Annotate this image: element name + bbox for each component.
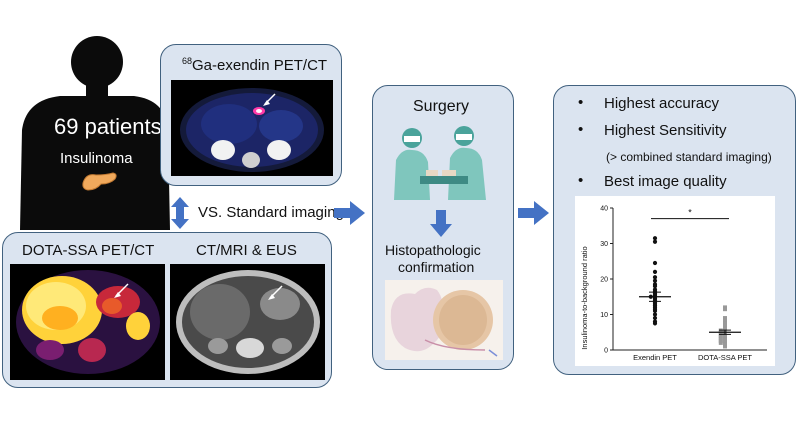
data-point-exendin — [652, 236, 658, 241]
head-shape — [71, 36, 123, 88]
bullet-dot-1: • — [578, 94, 584, 111]
data-point-exendin — [652, 315, 658, 321]
y-tick-label: 20 — [600, 277, 608, 284]
exendin-title: 68Ga-exendin PET/CT — [182, 56, 327, 74]
data-point-exendin — [652, 321, 658, 326]
data-point-exendin — [652, 260, 658, 266]
dota-ssa-scan-image — [10, 264, 165, 380]
sensitivity-note: (> combined standard imaging) — [606, 150, 772, 164]
data-point-exendin — [652, 308, 658, 314]
exendin-pet-scan-image — [171, 80, 333, 176]
exendin-title-text: Ga-exendin PET/CT — [192, 57, 328, 74]
data-point-exendin — [652, 269, 658, 274]
surgeons-illustration — [394, 126, 486, 200]
significance-star: * — [688, 208, 692, 218]
histo-line2: confirmation — [398, 259, 475, 275]
pancreas-icon — [82, 172, 117, 191]
comparison-label: VS. Standard imaging — [198, 204, 344, 221]
y-axis-label: Insulinoma-to-background ratio — [580, 246, 589, 349]
y-tick-label: 40 — [600, 206, 608, 213]
bullet-sensitivity: Highest Sensitivity — [604, 122, 727, 139]
ratio-scatter-chart: Insulinoma-to-background ratio 0 10 20 30 40… — [575, 196, 775, 366]
arrow-to-results-icon — [518, 201, 549, 225]
x-tick-label: DOTA-SSA PET — [698, 353, 752, 362]
dota-ssa-title: DOTA-SSA PET/CT — [22, 242, 155, 259]
histo-line1: Histopathologic — [385, 242, 481, 258]
insulinoma-label: Insulinoma — [60, 150, 133, 167]
data-point-exendin — [652, 239, 658, 244]
histopathology-slide-image — [385, 280, 503, 360]
data-point-dota-ssa — [723, 344, 727, 349]
data-point-exendin — [652, 278, 658, 283]
bullet-image-quality: Best image quality — [604, 173, 727, 190]
x-tick-label: Exendin PET — [633, 353, 677, 362]
ct-mri-scan-image — [170, 264, 325, 380]
y-tick-label: 0 — [604, 348, 608, 355]
arrow-down-icon — [430, 210, 452, 237]
bullet-dot-2: • — [578, 121, 584, 138]
patient-count: 69 patients — [54, 114, 162, 139]
y-tick-label: 10 — [600, 312, 608, 319]
data-point-exendin — [652, 275, 658, 280]
data-point-dota-ssa — [718, 340, 723, 345]
patient-silhouette — [20, 36, 170, 230]
data-point-exendin — [652, 284, 658, 289]
arrow-to-surgery-icon — [334, 201, 365, 225]
torso-shape — [20, 96, 170, 230]
data-point-dota-ssa — [723, 307, 727, 312]
y-tick-label: 30 — [600, 241, 608, 248]
bullet-dot-3: • — [578, 172, 584, 189]
ct-mri-eus-title: CT/MRI & EUS — [196, 242, 297, 259]
double-arrow-icon — [171, 197, 189, 229]
surgery-title: Surgery — [413, 98, 470, 115]
isotope-superscript: 68 — [182, 56, 193, 66]
bullet-accuracy: Highest accuracy — [604, 95, 720, 112]
data-point-exendin — [652, 312, 658, 317]
